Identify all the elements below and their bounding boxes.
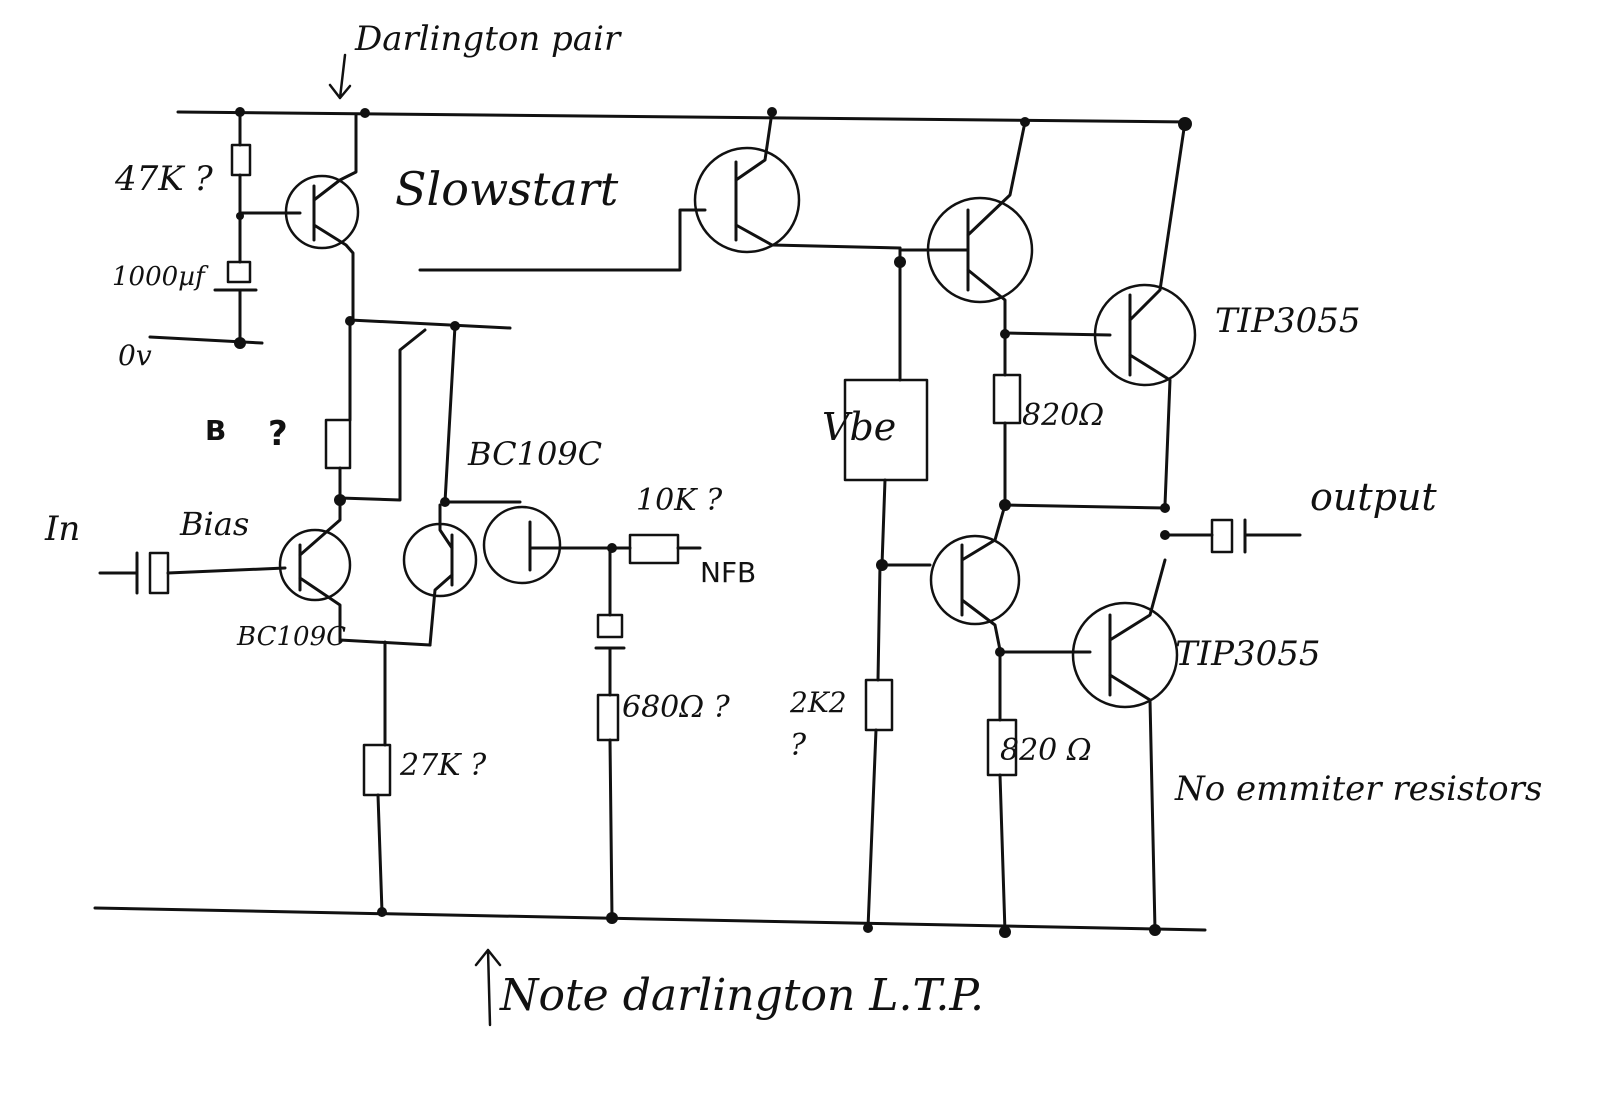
note-arrow [474, 948, 502, 1027]
label-no-emitter: No emmiter resistors [1174, 769, 1542, 809]
slowstart-transistor [284, 174, 360, 250]
resistor-47k [230, 143, 252, 177]
darlington-pair-arrow [328, 53, 352, 100]
capacitor-1000uf [226, 260, 252, 284]
resistor-820-top [992, 373, 1022, 425]
positive-rail [176, 110, 1192, 124]
label-1000uf: 1000µf [112, 262, 209, 292]
output-section [898, 117, 1302, 938]
label-820-bottom: 820 Ω [1000, 733, 1092, 768]
lower-driver-transistor [929, 534, 1021, 626]
label-tip3055-bottom: TIP3055 [1175, 634, 1321, 674]
label-2k2: 2K2 [789, 686, 847, 719]
label-in: In [44, 509, 80, 549]
slowstart-section [148, 107, 370, 349]
driver-section [418, 107, 932, 933]
collector-resistor [324, 418, 352, 470]
driver-transistor [693, 146, 801, 254]
resistor-820-bottom [986, 718, 1018, 777]
ltp-transistor-left [278, 528, 352, 602]
label-b: B [205, 414, 226, 447]
feedback-section [594, 533, 702, 924]
label-10k: 10K ? [636, 483, 723, 518]
label-bc109c-top: BC109C [467, 435, 602, 473]
label-darlington-pair: Darlington pair [354, 19, 622, 59]
label-tip3055-top: TIP3055 [1215, 301, 1361, 341]
label-vbe: Vbe [822, 405, 896, 449]
feedback-capacitor [596, 613, 624, 639]
label-slowstart: Slowstart [395, 162, 619, 216]
output-capacitor [1210, 518, 1234, 554]
ground-rail [93, 906, 1207, 932]
label-note: Note darlington L.T.P. [499, 970, 984, 1021]
resistor-2k2 [864, 678, 894, 732]
label-output: output [1310, 475, 1437, 519]
input-capacitor [148, 551, 170, 595]
label-bias: Bias [179, 505, 249, 543]
label-2k2-question: ? [790, 728, 807, 763]
ltp-section [98, 316, 612, 917]
label-680: 680Ω ? [622, 690, 731, 725]
label-820-top: 820Ω [1022, 398, 1104, 433]
tip3055-upper [1093, 283, 1197, 387]
resistor-10k [628, 533, 680, 565]
label-nfb: NFB [700, 556, 756, 589]
labels: Darlington pair 47K ? Slowstart 1000µf 0… [44, 19, 1542, 1021]
tip3055-lower [1071, 601, 1179, 709]
label-0v: 0v [118, 339, 152, 372]
resistor-27k [362, 743, 392, 797]
label-27k: 27K ? [399, 748, 487, 783]
resistor-680 [596, 693, 620, 742]
ltp-transistor-right [482, 505, 562, 585]
label-47k: 47K ? [114, 159, 213, 199]
label-bc109c-left: BC109C [236, 622, 346, 652]
label-question: ? [268, 414, 288, 454]
